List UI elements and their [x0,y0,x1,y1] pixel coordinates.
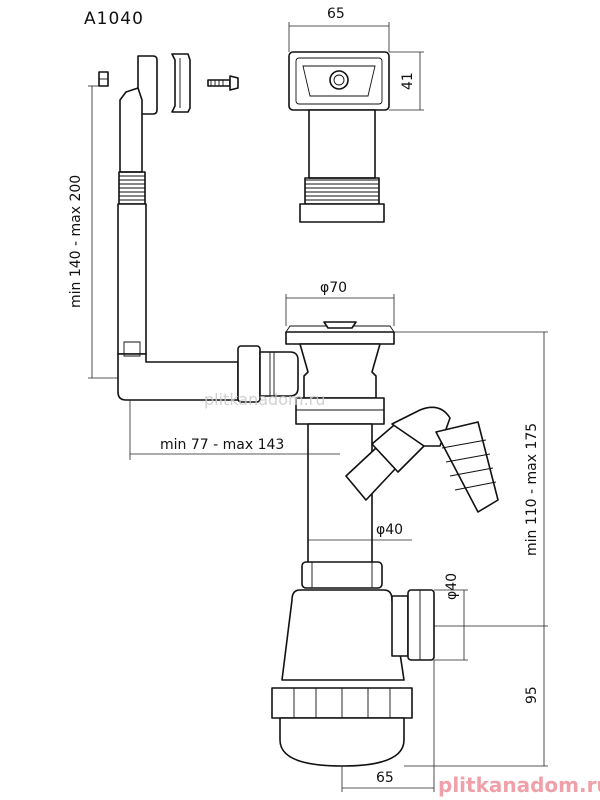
dim-pipe-reach: min 77 - max 143 [160,437,284,453]
watermark-center: plitkanadom.ru [204,390,325,409]
top-view-box [288,51,390,223]
dim-total-height: min 110 - max 175 [524,423,540,556]
drain-body [271,321,499,767]
dimension-labels: 65 41 min 140 - max 200 φ70 min 77 - max… [68,6,540,786]
dim-overflow-length: min 140 - max 200 [68,175,84,308]
watermark-corner: plitkanadom.ru [438,773,600,797]
dim-bottom-width: 65 [376,770,394,786]
overflow-assembly [98,53,299,403]
dim-top-width: 65 [327,6,345,22]
dimension-lines [88,22,548,792]
dim-trap-height: 95 [524,686,540,704]
dim-top-height: 41 [400,72,416,90]
dim-outlet-diameter: φ40 [444,573,460,600]
model-code: A1040 [84,9,144,29]
dim-flange-diameter: φ70 [320,280,347,296]
dim-pipe-diameter: φ40 [376,522,403,538]
